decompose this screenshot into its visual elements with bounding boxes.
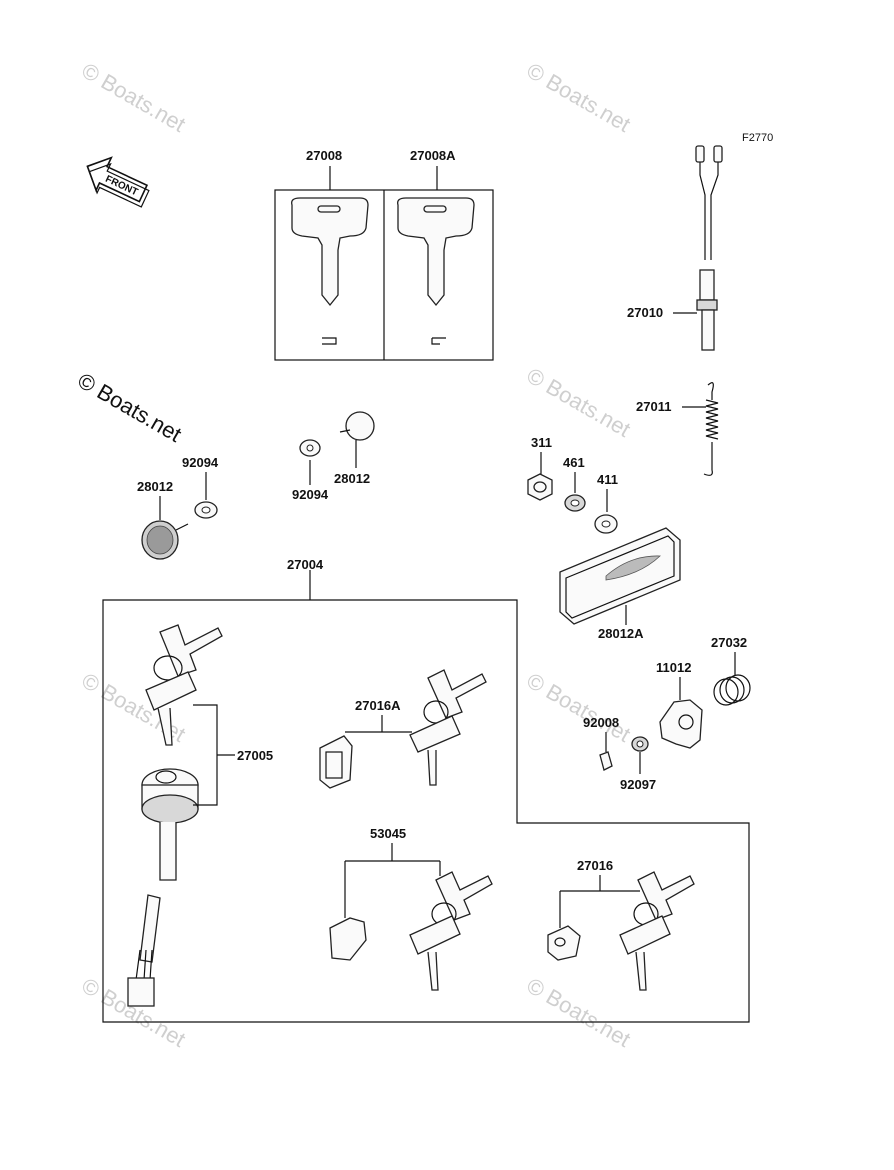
label-28012a: 28012A xyxy=(598,626,644,641)
switch-assembly: 27010 xyxy=(627,145,723,351)
key-blank-icon xyxy=(291,197,369,345)
watermark: © Boats.net xyxy=(523,363,635,442)
label-11012: 11012 xyxy=(656,660,691,675)
label-461: 461 xyxy=(563,455,585,470)
label-27005: 27005 xyxy=(237,748,273,763)
key-blank-icon xyxy=(397,197,475,345)
lock-set-27016a: 27016A xyxy=(319,669,487,789)
label-92097: 92097 xyxy=(620,777,656,792)
lock-set-27016: 27016 xyxy=(547,858,695,991)
watermark-dark: © Boats.net xyxy=(74,368,186,447)
label-92094-left: 92094 xyxy=(182,455,219,470)
label-28012-center: 28012 xyxy=(334,471,370,486)
lock-set-53045: 53045 xyxy=(329,826,493,991)
reflector-large: 28012A xyxy=(559,527,681,641)
label-92094-center: 92094 xyxy=(292,487,329,502)
label-27016a: 27016A xyxy=(355,698,401,713)
label-27010: 27010 xyxy=(627,305,663,320)
label-28012-left: 28012 xyxy=(137,479,173,494)
watermark: © Boats.net xyxy=(523,58,635,137)
front-arrow-icon: FRONT xyxy=(86,156,150,208)
figure-code: F2770 xyxy=(742,132,773,144)
label-27011: 27011 xyxy=(636,399,671,414)
ignition-set-box: 27004 xyxy=(102,557,750,1023)
watermark: © Boats.net xyxy=(78,58,190,137)
label-27016: 27016 xyxy=(577,858,613,873)
label-27008: 27008 xyxy=(306,148,342,163)
ignition-key-set: 27005 xyxy=(127,624,273,1007)
reflector-center: 92094 28012 xyxy=(292,411,375,502)
watermark: © Boats.net xyxy=(523,973,635,1052)
bracket-group: 27032 11012 92008 92097 xyxy=(583,635,751,792)
label-27032: 27032 xyxy=(711,635,747,650)
label-53045: 53045 xyxy=(370,826,406,841)
label-92008: 92008 xyxy=(583,715,619,730)
label-27004: 27004 xyxy=(287,557,324,572)
label-411: 411 xyxy=(597,472,618,487)
label-311: 311 xyxy=(531,435,552,450)
reflector-left: 92094 28012 xyxy=(137,455,219,560)
watermark: © Boats.net xyxy=(523,668,635,747)
fasteners-group: 311 461 411 xyxy=(527,435,618,534)
key-blanks-box: 27008 27008A xyxy=(274,148,494,361)
label-27008a: 27008A xyxy=(410,148,456,163)
spring-part: 27011 xyxy=(636,382,719,476)
